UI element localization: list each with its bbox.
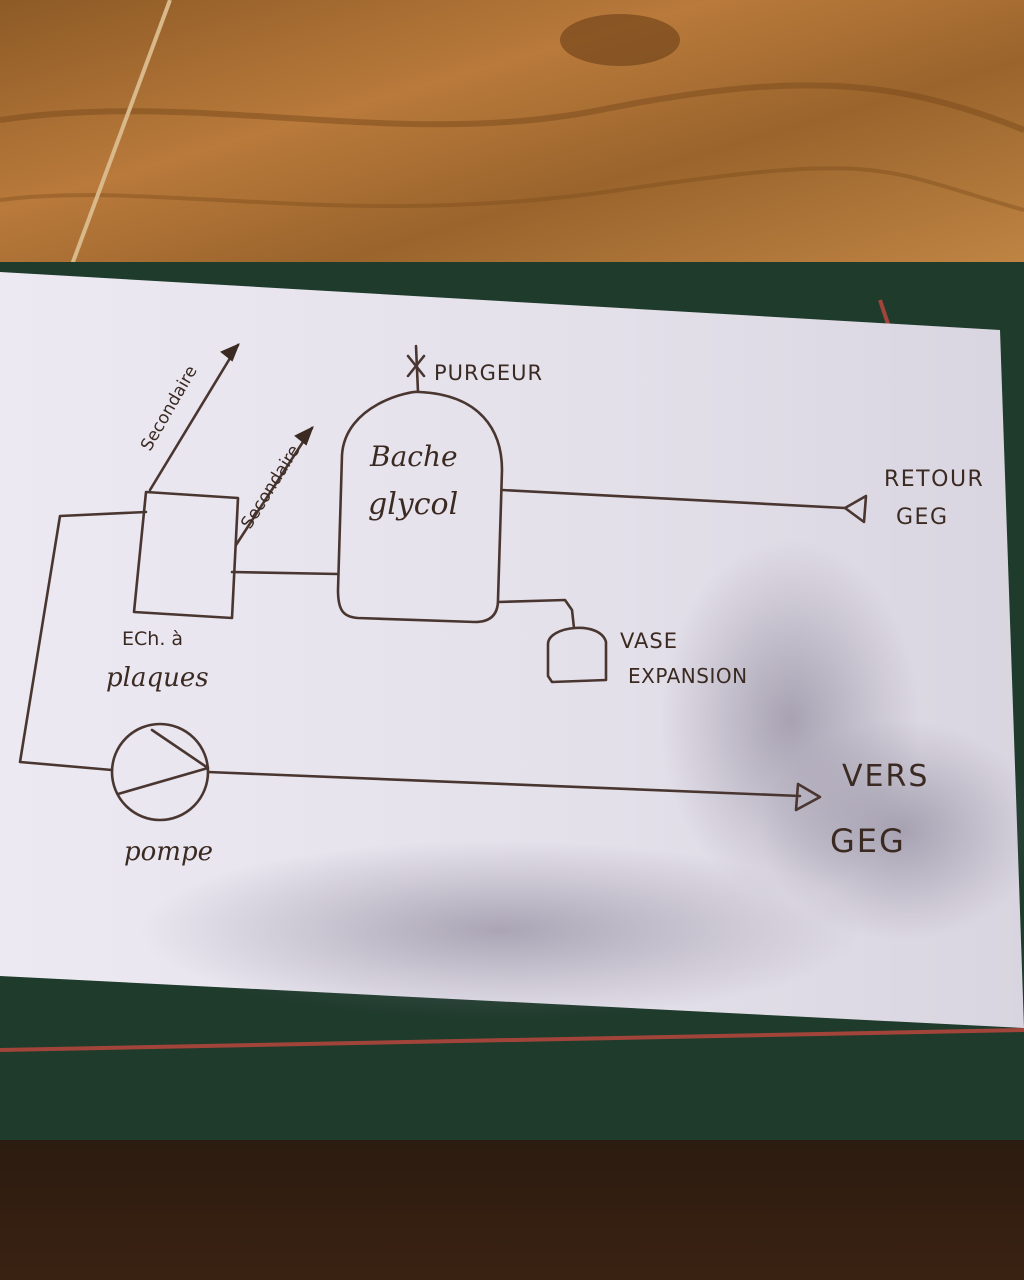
wood-grain — [0, 166, 1024, 212]
green-card-red-border — [0, 1028, 1024, 1052]
plate-heat-exchanger — [132, 490, 240, 620]
hand-shadow — [140, 840, 860, 1020]
label-expansion: EXPANSION — [628, 664, 748, 688]
pipe-exchanger-pump — [18, 510, 148, 772]
dark-surface — [0, 1120, 1024, 1280]
label-retour-geg: GEG — [896, 505, 949, 530]
glycol-tank — [336, 390, 504, 624]
retour-arrow — [843, 494, 868, 524]
expansion-vessel — [546, 626, 608, 684]
label-pompe: pompe — [124, 837, 213, 867]
pipe-exchanger-tank — [230, 570, 340, 576]
label-vers: VERS — [842, 759, 929, 794]
label-vers-geg: GEG — [830, 822, 906, 860]
label-vase: VASE — [620, 629, 678, 653]
secondary-arrow-2 — [234, 425, 314, 547]
table-edge — [68, 0, 172, 271]
pipe-retour-geg — [500, 488, 847, 510]
wood-table — [0, 0, 1024, 300]
label-glycol: glycol — [368, 487, 458, 522]
vers-arrow — [794, 782, 822, 812]
label-echangeur: ECh. à — [122, 628, 183, 650]
pipe-vers-geg — [206, 770, 802, 798]
pipe-tank-vase — [496, 598, 576, 630]
purgeur-valve — [406, 344, 426, 394]
label-purgeur: PURGEUR — [434, 361, 543, 385]
label-retour: RETOUR — [884, 467, 984, 492]
hand-shadow — [760, 720, 1024, 940]
label-plaques: plaques — [106, 663, 209, 693]
wood-grain — [0, 82, 1024, 133]
label-bache: Bache — [369, 440, 458, 473]
wood-knot — [560, 14, 680, 66]
secondary-arrow-1 — [148, 343, 240, 492]
